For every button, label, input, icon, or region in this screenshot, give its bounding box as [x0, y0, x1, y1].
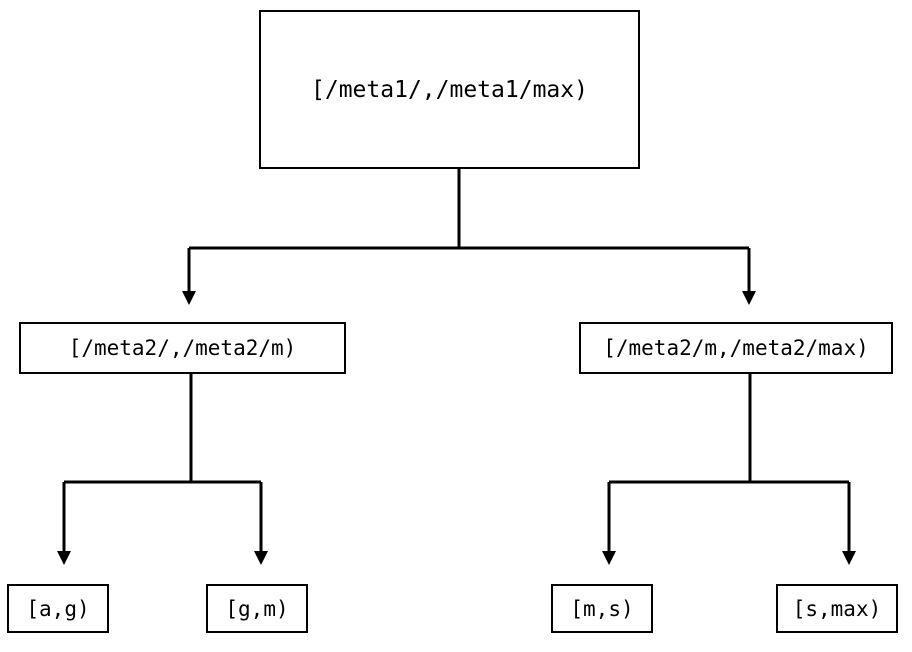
arrowhead-to-l2-right — [742, 291, 756, 305]
node-leaf-s-max[interactable]: [s,max) — [776, 584, 898, 633]
arrowhead-to-l2-left — [182, 291, 196, 305]
node-meta2-lower-label: [/meta2/,/meta2/m) — [68, 336, 297, 360]
node-leaf-a-g-label: [a,g) — [26, 596, 90, 621]
node-leaf-m-s[interactable]: [m,s) — [551, 584, 653, 633]
node-leaf-m-s-label: [m,s) — [570, 596, 634, 621]
arrowhead-to-gm — [254, 551, 268, 565]
node-leaf-g-m[interactable]: [g,m) — [206, 584, 308, 633]
node-leaf-g-m-label: [g,m) — [225, 596, 289, 621]
arrowhead-to-smax — [842, 551, 856, 565]
node-meta2-upper-label: [/meta2/m,/meta2/max) — [603, 336, 869, 360]
node-meta2-upper[interactable]: [/meta2/m,/meta2/max) — [579, 322, 893, 374]
arrowhead-to-ag — [57, 551, 71, 565]
node-leaf-a-g[interactable]: [a,g) — [7, 584, 109, 633]
node-root-label: [/meta1/,/meta1/max) — [311, 76, 588, 103]
arrowhead-to-ms — [602, 551, 616, 565]
node-meta2-lower[interactable]: [/meta2/,/meta2/m) — [19, 322, 346, 374]
node-leaf-s-max-label: [s,max) — [792, 596, 882, 621]
node-root[interactable]: [/meta1/,/meta1/max) — [259, 10, 640, 169]
